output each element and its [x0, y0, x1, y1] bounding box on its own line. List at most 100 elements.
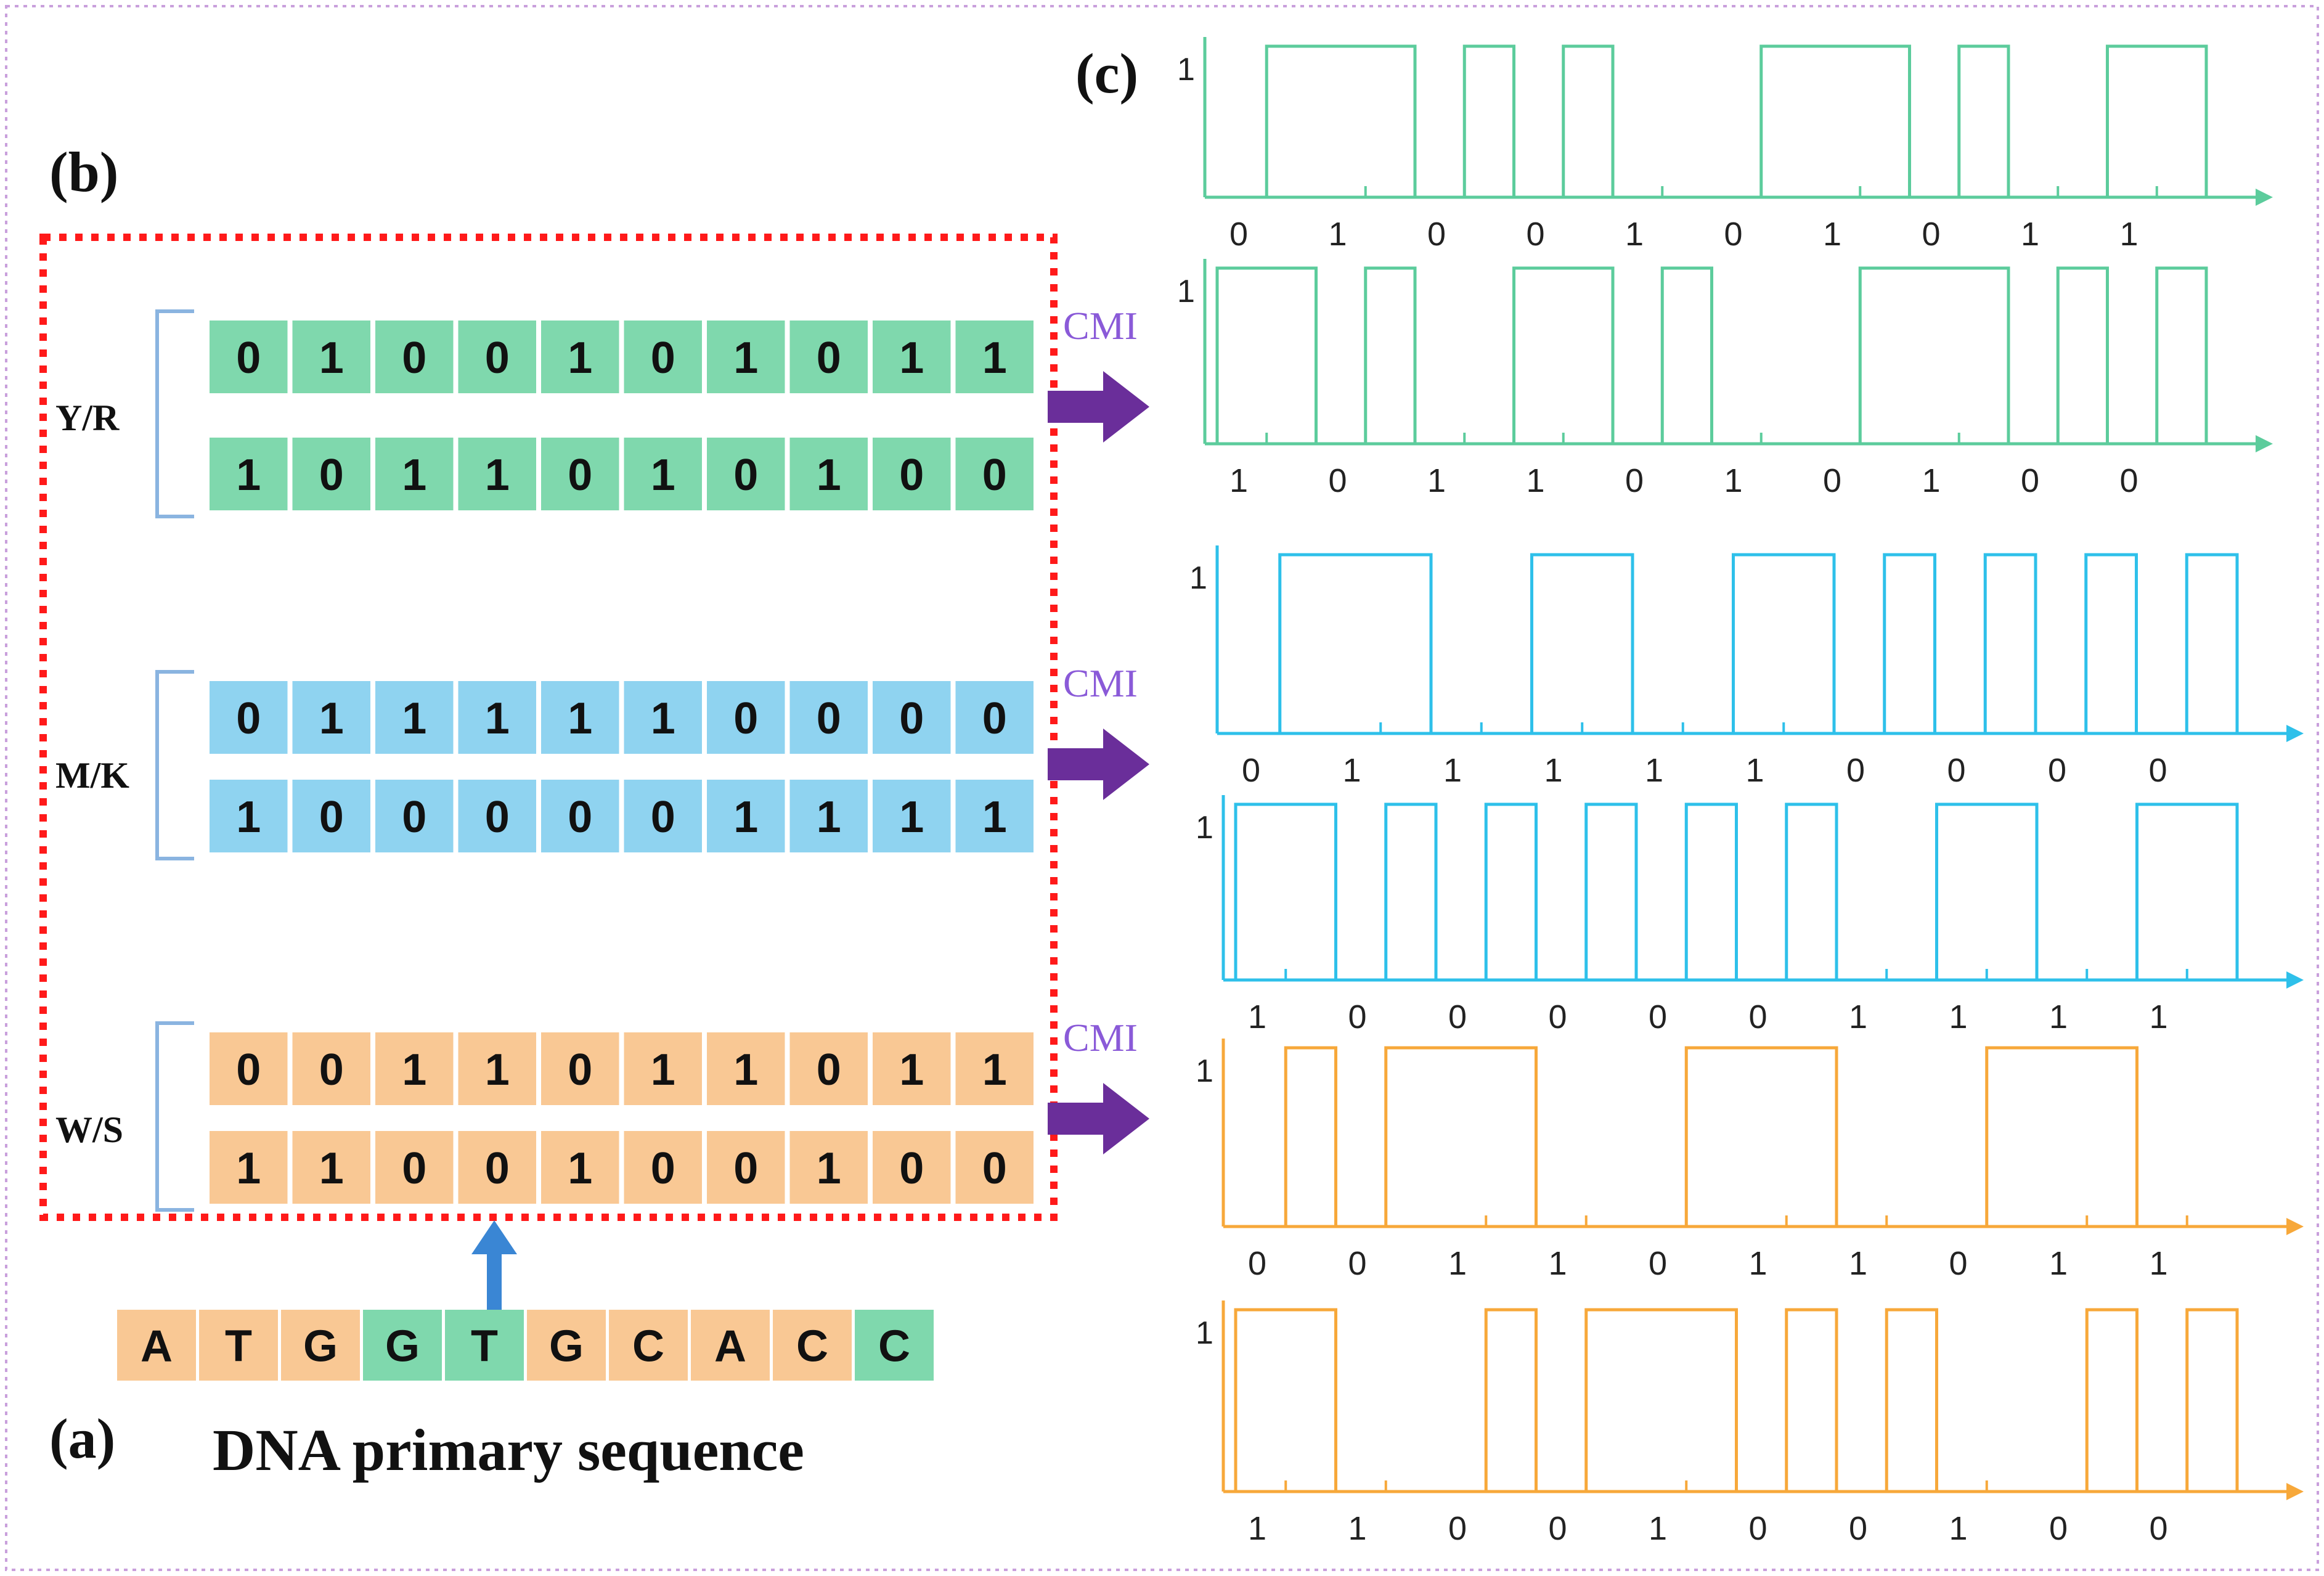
wave-bit-label: 0	[1749, 998, 1767, 1035]
bit-cell	[541, 438, 619, 510]
bit-cell	[707, 1032, 785, 1105]
wave-bit-label: 1	[1427, 462, 1446, 499]
bit-value: 1	[319, 333, 344, 383]
bit-cell	[210, 780, 288, 852]
group-bracket	[155, 1021, 194, 1212]
bit-cell	[292, 681, 370, 754]
wave-bit-label: 0	[2049, 1510, 2068, 1547]
bit-value: 1	[568, 333, 592, 383]
wave-bit-label: 0	[1823, 462, 1841, 499]
wave-bit-label: 0	[1649, 1245, 1667, 1282]
bit-value: 0	[982, 451, 1007, 500]
bit-value: 0	[568, 451, 592, 500]
bit-value: 0	[651, 1144, 675, 1193]
dna-base-cell	[445, 1310, 524, 1381]
wave-bit-label: 0	[1242, 752, 1260, 789]
wave-bit-label: 1	[1343, 752, 1361, 789]
bit-cell	[458, 1032, 536, 1105]
wave-bit-label: 1	[2150, 998, 2168, 1035]
wave-bit-label: 0	[2149, 752, 2167, 789]
bit-value: 1	[485, 451, 510, 500]
bit-cell	[707, 321, 785, 393]
wave-bit-label: 0	[1949, 1245, 1968, 1282]
bit-cell	[210, 321, 288, 393]
panel-label-c: (c)	[1075, 42, 1138, 105]
wave-bit-label: 0	[1527, 216, 1545, 253]
bit-value: 1	[485, 1045, 510, 1095]
bit-value: 1	[236, 793, 261, 842]
bit-cell	[624, 780, 702, 852]
bit-value: 1	[733, 793, 758, 842]
bit-cell	[375, 438, 454, 510]
bit-cell	[873, 321, 951, 393]
bit-cell	[458, 438, 536, 510]
bit-cell	[789, 780, 868, 852]
bit-value: 1	[402, 451, 426, 500]
bit-value: 1	[899, 333, 924, 383]
bit-cell	[458, 1131, 536, 1204]
bit-value: 0	[402, 793, 426, 842]
cmi-arrow	[1048, 729, 1149, 800]
cmi-arrow	[1048, 1083, 1149, 1154]
wave-bit-label: 1	[2150, 1245, 2168, 1282]
wave-bit-label: 0	[1448, 1510, 1467, 1547]
dna-base-letter: C	[878, 1322, 910, 1371]
cmi-label: CMI	[1063, 304, 1138, 348]
wave-bit-label: 0	[1846, 752, 1865, 789]
bit-cell	[624, 321, 702, 393]
bit-cell	[955, 1032, 1034, 1105]
wave-bit-label: 1	[1229, 462, 1248, 499]
cmi-arrow	[1048, 371, 1149, 443]
bit-cell	[707, 681, 785, 754]
bit-cell	[873, 681, 951, 754]
dna-base-letter: C	[796, 1322, 828, 1371]
bit-cell	[375, 681, 454, 754]
bit-value: 1	[319, 694, 344, 743]
wave-bit-label: 0	[2150, 1510, 2168, 1547]
bit-value: 1	[402, 694, 426, 743]
group-label: W/S	[55, 1109, 123, 1150]
wave-bit-label: 0	[2021, 462, 2039, 499]
bit-cell	[292, 438, 370, 510]
bit-cell	[375, 780, 454, 852]
bit-value: 0	[319, 1045, 344, 1095]
bit-value: 1	[899, 793, 924, 842]
wave-unit-label: 1	[1177, 274, 1195, 309]
bit-cell	[541, 321, 619, 393]
wave-bit-label: 1	[1949, 998, 1968, 1035]
wave-bit-label: 0	[1348, 1245, 1367, 1282]
wave-bit-label: 1	[1527, 462, 1545, 499]
wave-axis-arrowhead	[2286, 1483, 2304, 1500]
wave-bit-label: 1	[1724, 462, 1743, 499]
dna-base-cell	[773, 1310, 852, 1381]
bit-value: 1	[236, 1144, 261, 1193]
dna-base-letter: A	[714, 1322, 746, 1371]
dna-base-cell	[609, 1310, 688, 1381]
cmi-waveform	[1234, 802, 2239, 982]
wave-bit-label: 1	[1849, 1245, 1867, 1282]
bit-cell	[210, 438, 288, 510]
bit-value: 1	[651, 451, 675, 500]
wave-bit-label: 0	[1248, 1245, 1266, 1282]
dna-base-letter: G	[303, 1322, 338, 1371]
wave-unit-label: 1	[1196, 1053, 1213, 1089]
wave-bit-label: 1	[1329, 216, 1347, 253]
bit-cell	[873, 1032, 951, 1105]
bit-cell	[292, 780, 370, 852]
wave-axis-arrowhead	[2286, 1218, 2304, 1235]
bit-value: 0	[485, 793, 510, 842]
cmi-waveform	[1234, 1308, 2239, 1493]
wave-bit-label: 1	[1949, 1510, 1968, 1547]
dna-title: DNA primary sequence	[213, 1417, 804, 1483]
bit-value: 1	[982, 1045, 1007, 1095]
bit-cell	[210, 1032, 288, 1105]
wave-bit-label: 1	[2049, 1245, 2068, 1282]
bit-cell	[789, 1131, 868, 1204]
bit-value: 0	[899, 451, 924, 500]
bit-value: 1	[899, 1045, 924, 1095]
bit-cell	[375, 1032, 454, 1105]
bit-value: 1	[817, 451, 841, 500]
